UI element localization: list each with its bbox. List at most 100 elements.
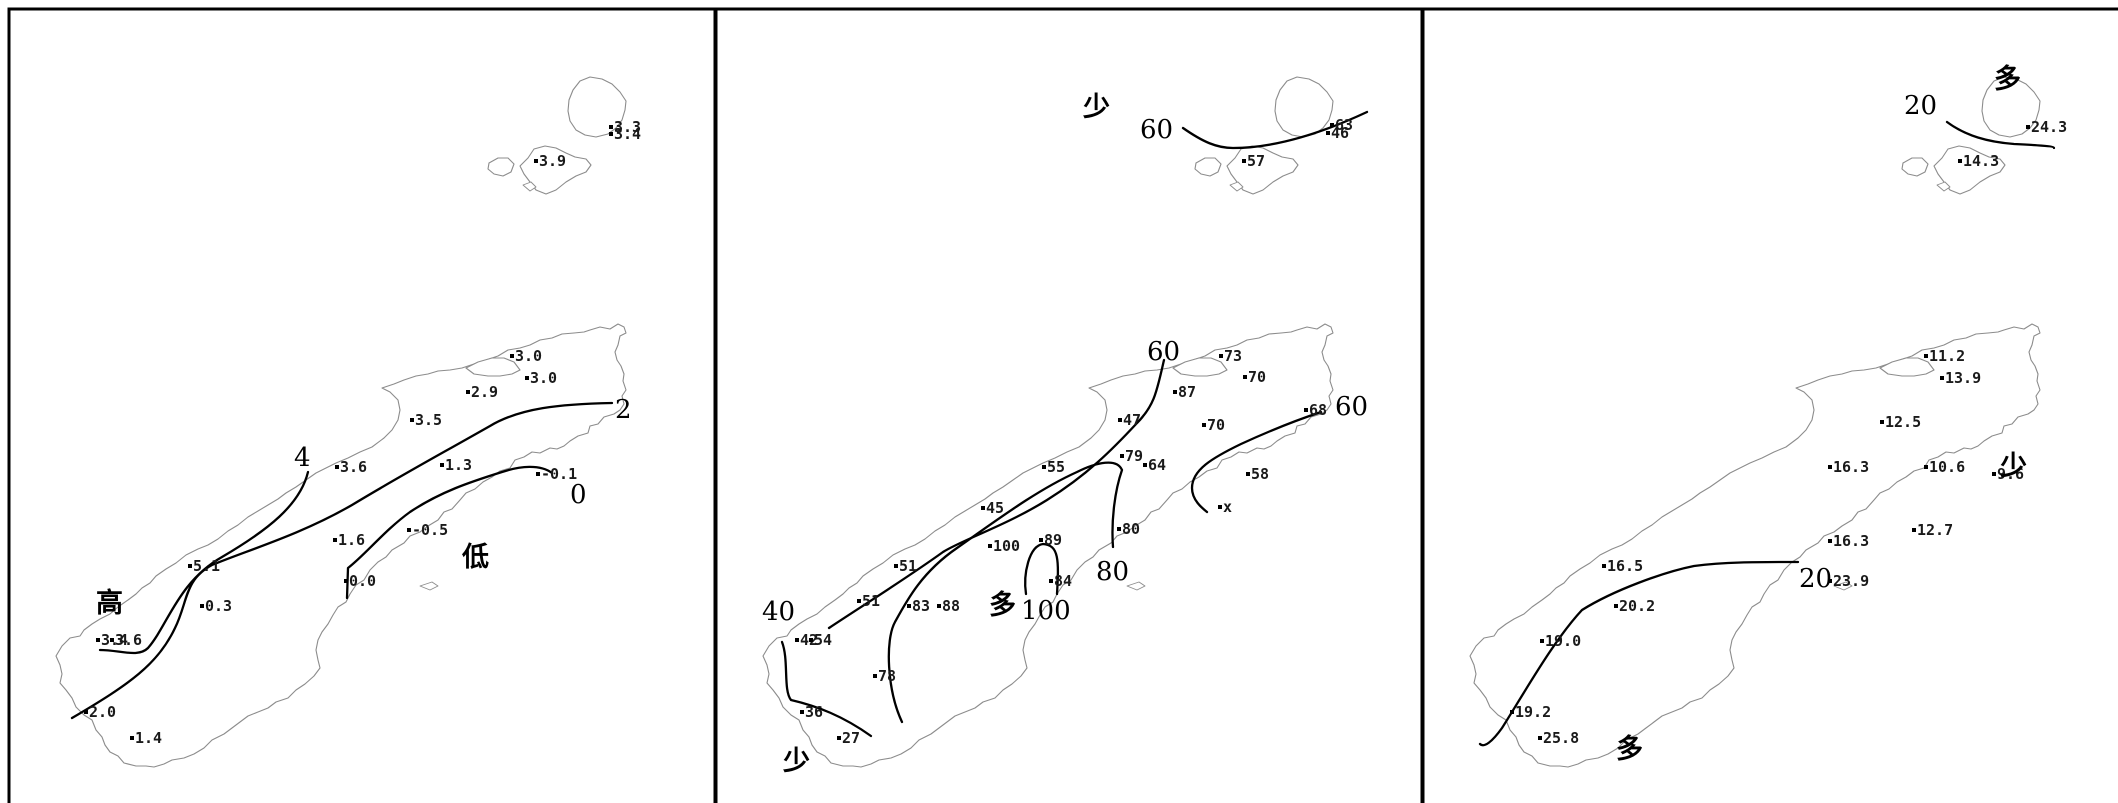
station-dot xyxy=(873,674,877,678)
station-marker: 3.6 xyxy=(110,631,142,649)
station-dot xyxy=(1940,376,1944,380)
station-value: 55 xyxy=(1047,458,1065,476)
station-marker: 46 xyxy=(1326,124,1349,142)
station-marker: 13.9 xyxy=(1940,369,1981,387)
station-marker: 79 xyxy=(1120,447,1143,465)
station-value: 51 xyxy=(899,557,917,575)
station-dot xyxy=(534,159,538,163)
region-label-less-east: 少 xyxy=(2000,451,2027,482)
region-label-less-north: 少 xyxy=(1083,92,1110,123)
isoline-label-60-east: 60 xyxy=(1335,392,1368,422)
station-dot xyxy=(510,354,514,358)
station-marker: 5.1 xyxy=(188,557,220,575)
station-value: 100 xyxy=(993,537,1020,555)
panel-frame-third xyxy=(1421,7,2118,803)
station-dot xyxy=(84,710,88,714)
station-dot xyxy=(1242,159,1246,163)
station-dot xyxy=(1330,123,1334,127)
station-marker: 51 xyxy=(857,592,880,610)
station-marker: 45 xyxy=(981,499,1004,517)
station-value: 19.2 xyxy=(1515,703,1551,721)
isoline-60-north xyxy=(827,358,1166,630)
station-dot xyxy=(1828,539,1832,543)
station-marker: 19.2 xyxy=(1510,703,1551,721)
station-dot xyxy=(1538,736,1542,740)
station-value: 36 xyxy=(805,703,823,721)
station-dot xyxy=(907,604,911,608)
station-dot xyxy=(894,564,898,568)
isoline-label-2: 2 xyxy=(615,395,632,425)
station-value: 88 xyxy=(942,597,960,615)
station-dot xyxy=(857,599,861,603)
station-dot xyxy=(809,638,813,642)
station-marker: 25.8 xyxy=(1538,729,1579,747)
region-label-less-south: 少 xyxy=(783,746,810,777)
station-dot xyxy=(96,638,100,642)
station-value: 89 xyxy=(1044,531,1062,549)
isoline-0 xyxy=(345,465,554,600)
station-marker: 1.3 xyxy=(440,456,472,474)
station-value: 3.0 xyxy=(515,347,542,365)
station-value: 3.4 xyxy=(101,631,128,649)
station-marker: 100 xyxy=(988,537,1020,555)
station-marker: 9.6 xyxy=(1992,465,2024,483)
station-marker: 2.9 xyxy=(466,383,498,401)
station-marker: 57 xyxy=(1242,152,1265,170)
station-marker: 11.2 xyxy=(1924,347,1965,365)
station-dot xyxy=(1912,528,1916,532)
station-value: 3.5 xyxy=(415,411,442,429)
station-marker: 54 xyxy=(809,631,832,649)
station-value: 83 xyxy=(912,597,930,615)
station-marker: x xyxy=(1218,498,1232,516)
station-dot xyxy=(1602,564,1606,568)
isoline-label-60-islands: 60 xyxy=(1140,115,1173,145)
station-value: 70 xyxy=(1207,416,1225,434)
station-value: 80 xyxy=(1122,520,1140,538)
station-dot xyxy=(2026,125,2030,129)
isoline-40 xyxy=(780,640,873,738)
station-value: 63 xyxy=(1335,116,1353,134)
station-dot xyxy=(525,376,529,380)
station-value: 51 xyxy=(862,592,880,610)
station-marker: 63 xyxy=(1330,116,1353,134)
station-marker: 12.5 xyxy=(1880,413,1921,431)
station-dot xyxy=(200,604,204,608)
mainland-coastline xyxy=(1469,323,2041,768)
station-marker: 24.3 xyxy=(2026,118,2067,136)
station-dot xyxy=(335,465,339,469)
isoline-2 xyxy=(70,401,614,720)
station-value: 79 xyxy=(1125,447,1143,465)
station-value: 87 xyxy=(1178,383,1196,401)
station-marker: 84 xyxy=(1049,572,1072,590)
station-dot xyxy=(410,418,414,422)
station-value: 46 xyxy=(1331,124,1349,142)
station-value: 1.4 xyxy=(135,729,162,747)
station-marker: 68 xyxy=(1304,401,1327,419)
station-marker: 3.4 xyxy=(609,125,641,143)
isoline-20-islands xyxy=(1945,120,2056,150)
station-dot xyxy=(1614,604,1618,608)
station-dot xyxy=(1958,159,1962,163)
station-dot xyxy=(1246,472,1250,476)
station-value: 70 xyxy=(1248,368,1266,386)
station-value: 25.8 xyxy=(1543,729,1579,747)
station-marker: 0.0 xyxy=(344,572,376,590)
station-dot xyxy=(1202,423,1206,427)
station-value: 14.3 xyxy=(1963,152,1999,170)
station-value: 12.7 xyxy=(1917,521,1953,539)
isoline-60-east xyxy=(1190,410,1323,514)
station-dot xyxy=(1924,465,1928,469)
station-value: 10.6 xyxy=(1929,458,1965,476)
region-label-more-south: 多 xyxy=(1616,734,1643,765)
station-value: 2.9 xyxy=(471,383,498,401)
station-dot xyxy=(1828,579,1832,583)
station-dot xyxy=(1828,465,1832,469)
station-value: 24.3 xyxy=(2031,118,2067,136)
station-marker: 47 xyxy=(1118,411,1141,429)
station-dot xyxy=(1042,465,1046,469)
station-value: 1.3 xyxy=(445,456,472,474)
station-marker: 16.3 xyxy=(1828,532,1869,550)
station-dot xyxy=(130,736,134,740)
